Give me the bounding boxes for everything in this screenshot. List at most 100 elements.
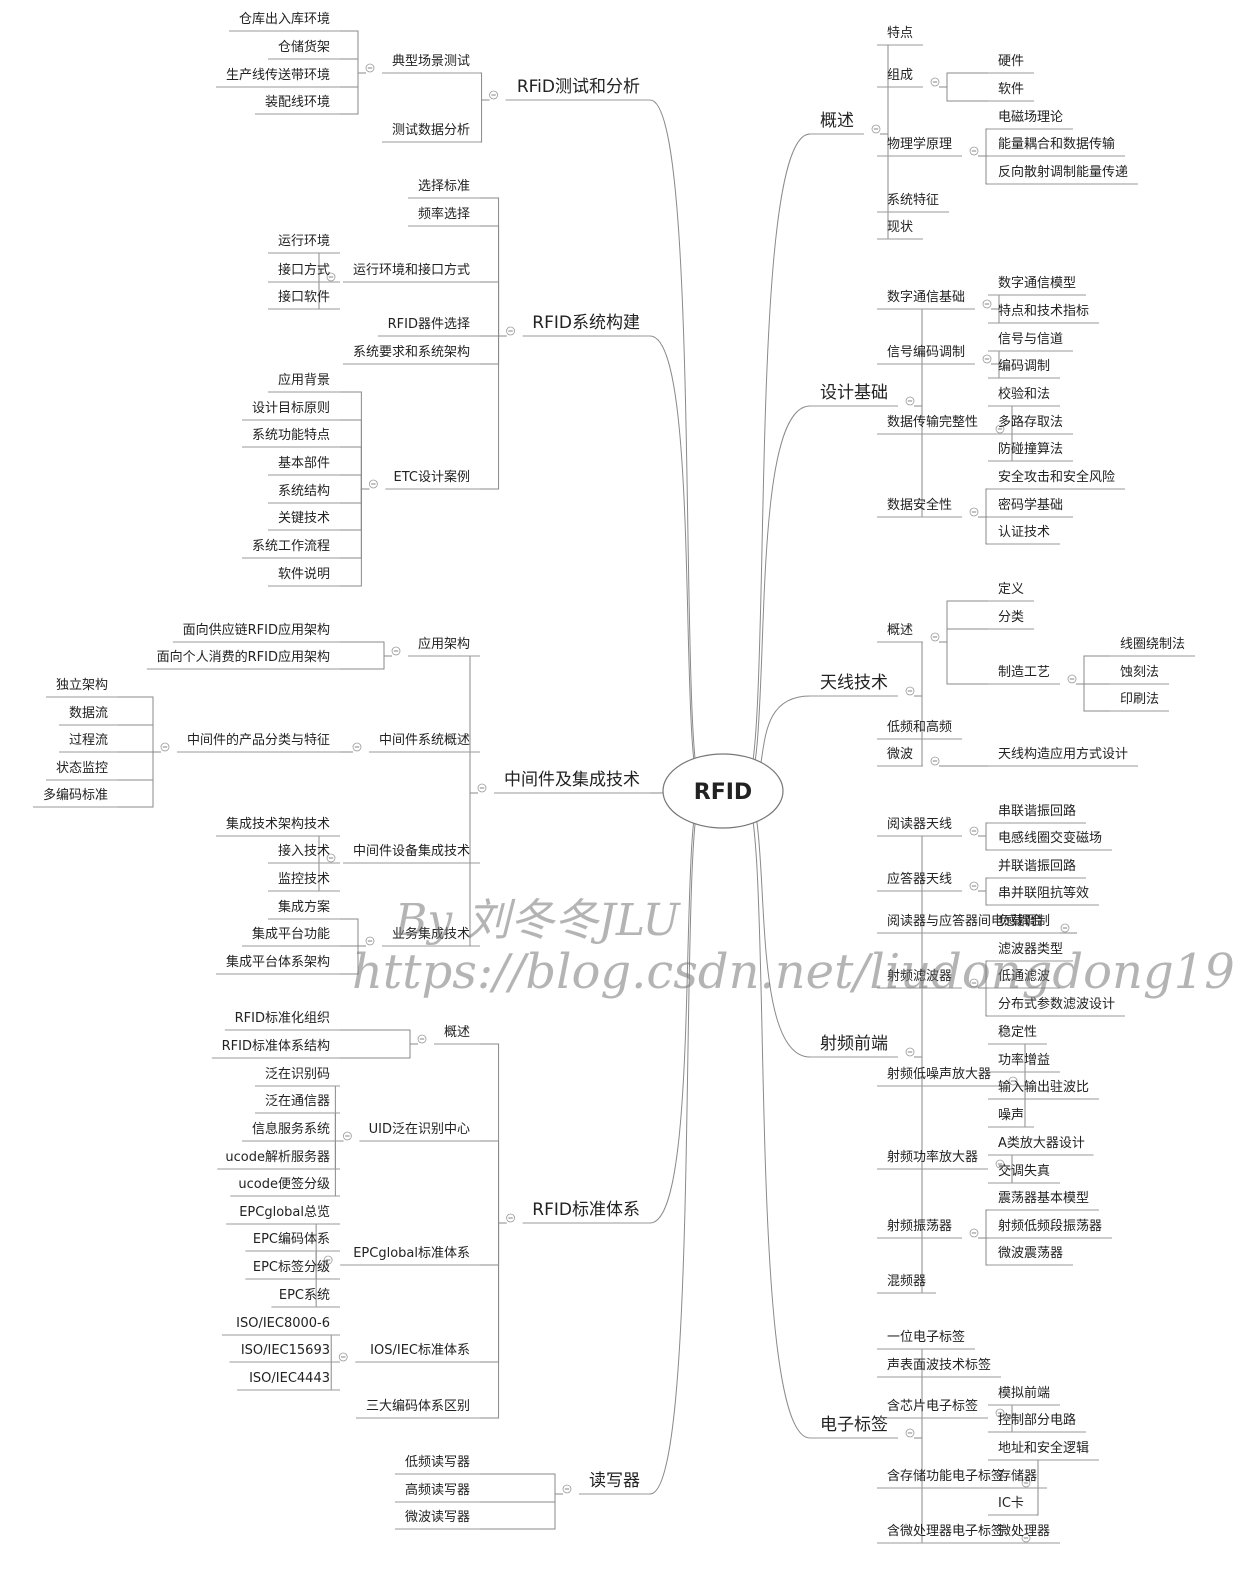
topic-node[interactable]: 信号与信道 (988, 332, 1073, 352)
topic-node[interactable]: 射频前端 (810, 1034, 915, 1058)
topic-node[interactable]: 微波震荡器 (988, 1246, 1073, 1266)
topic-node[interactable]: 微波读写器 (395, 1510, 480, 1530)
topic-node[interactable]: 泛在通信器 (255, 1094, 340, 1114)
topic-node[interactable]: 读写器 (562, 1471, 650, 1495)
topic-node[interactable]: 系统结构 (268, 484, 340, 504)
topic-node[interactable]: 蚀刻法 (1110, 665, 1169, 685)
topic-node[interactable]: 射频振荡器 (877, 1218, 979, 1239)
topic-node[interactable]: 独立架构 (46, 678, 118, 698)
topic-node[interactable]: 概述 (877, 623, 940, 643)
topic-node[interactable]: 运行环境 (268, 234, 340, 254)
topic-node[interactable]: 接口方式 (268, 262, 340, 283)
topic-node[interactable]: 电感线圈交变磁场 (988, 830, 1112, 851)
topic-node[interactable]: 数字通信模型 (988, 276, 1086, 296)
topic-node[interactable]: EPCglobal标准体系 (323, 1246, 480, 1266)
topic-node[interactable]: 分类 (988, 610, 1034, 630)
topic-node[interactable]: 震荡器基本模型 (988, 1191, 1099, 1211)
topic-node[interactable]: 物理学原理 (877, 136, 979, 157)
topic-node[interactable]: 装配线环境 (255, 95, 340, 115)
topic-node[interactable]: 监控技术 (268, 872, 340, 892)
topic-node[interactable]: RFID器件选择 (377, 317, 480, 337)
topic-node[interactable]: 概述 (417, 1025, 480, 1045)
topic-node[interactable]: 接入技术 (268, 843, 340, 864)
topic-node[interactable]: RFiD测试和分析 (489, 77, 650, 101)
root-node[interactable]: RFID (662, 753, 784, 829)
topic-node[interactable]: 低频和高频 (877, 719, 962, 740)
topic-node[interactable]: 状态监控 (46, 761, 118, 781)
topic-node[interactable]: ISO/IEC8000-6 (221, 1316, 340, 1336)
topic-node[interactable]: 系统特征 (877, 193, 949, 213)
topic-node[interactable]: 声表面波技术标签 (877, 1357, 1001, 1378)
topic-node[interactable]: 定义 (988, 582, 1034, 602)
topic-node[interactable]: 反向散射调制能量传递 (988, 164, 1138, 185)
topic-node[interactable]: 防碰撞算法 (988, 441, 1073, 462)
topic-node[interactable]: 天线构造应用方式设计 (988, 746, 1138, 767)
topic-node[interactable]: 测试数据分析 (382, 123, 480, 143)
topic-node[interactable]: 设计基础 (810, 383, 915, 407)
topic-node[interactable]: 噪声 (988, 1108, 1034, 1128)
topic-node[interactable]: 多路存取法 (988, 414, 1073, 435)
topic-node[interactable]: 射频功率放大器 (877, 1149, 1005, 1170)
topic-node[interactable]: 信息服务系统 (242, 1121, 340, 1142)
topic-node[interactable]: 安全攻击和安全风险 (988, 469, 1125, 490)
topic-node[interactable]: 低通滤波 (988, 969, 1060, 989)
topic-node[interactable]: 编码调制 (988, 359, 1060, 379)
topic-node[interactable]: 应用背景 (268, 372, 340, 393)
topic-node[interactable]: 电磁场理论 (988, 110, 1073, 130)
topic-node[interactable]: 中间件系统概述 (352, 733, 480, 753)
topic-node[interactable]: 典型场景测试 (365, 54, 480, 74)
topic-node[interactable]: 频率选择 (408, 206, 480, 227)
topic-node[interactable]: 含芯片电子标签 (877, 1398, 1005, 1419)
topic-node[interactable]: A类放大器设计 (988, 1136, 1094, 1156)
topic-node[interactable]: 分布式参数滤波设计 (988, 996, 1125, 1017)
topic-node[interactable]: EPC系统 (271, 1288, 340, 1308)
topic-node[interactable]: 线圈绕制法 (1110, 637, 1195, 657)
topic-node[interactable]: 系统功能特点 (242, 428, 340, 448)
topic-node[interactable]: 设计目标原则 (242, 401, 340, 421)
topic-node[interactable]: 能量耦合和数据传输 (988, 136, 1125, 157)
topic-node[interactable]: 中间件及集成技术 (477, 770, 650, 794)
topic-node[interactable]: 数据流 (59, 706, 118, 726)
topic-node[interactable]: 三大编码体系区别 (356, 1399, 480, 1419)
topic-node[interactable]: 射频低频段振荡器 (988, 1218, 1112, 1239)
topic-node[interactable]: 微波 (877, 747, 940, 767)
topic-node[interactable]: 面向供应链RFID应用架构 (172, 622, 340, 643)
topic-node[interactable]: 射频低噪声放大器 (877, 1066, 1018, 1087)
topic-node[interactable]: 特点和技术指标 (988, 304, 1099, 324)
topic-node[interactable]: 组成 (877, 68, 940, 88)
topic-node[interactable]: 中间件的产品分类与特征 (160, 732, 340, 753)
topic-node[interactable]: 密码学基础 (988, 497, 1073, 518)
topic-node[interactable]: 数据传输完整性 (877, 414, 1005, 435)
topic-node[interactable]: 关键技术 (268, 511, 340, 531)
topic-node[interactable]: 数字通信基础 (877, 290, 992, 310)
topic-node[interactable]: 电子标签 (810, 1415, 915, 1439)
topic-node[interactable]: 硬件 (988, 54, 1034, 74)
topic-node[interactable]: 印刷法 (1110, 692, 1169, 712)
topic-node[interactable]: 多编码标准 (33, 787, 118, 808)
topic-node[interactable]: 阅读器天线 (877, 817, 979, 837)
topic-node[interactable]: 模拟前端 (988, 1385, 1060, 1406)
topic-node[interactable]: 制造工艺 (988, 665, 1077, 685)
topic-node[interactable]: 校验和法 (988, 386, 1060, 407)
topic-node[interactable]: 特点 (877, 26, 923, 46)
topic-node[interactable]: 仓储货架 (268, 39, 340, 60)
topic-node[interactable]: 软件说明 (268, 567, 340, 587)
topic-node[interactable]: 软件 (988, 82, 1034, 102)
topic-node[interactable]: 输入输出驻波比 (988, 1079, 1099, 1100)
topic-node[interactable]: 控制部分电路 (988, 1412, 1086, 1433)
topic-node[interactable]: 低频读写器 (395, 1455, 480, 1475)
topic-node[interactable]: IC卡 (988, 1496, 1037, 1516)
topic-node[interactable]: ETC设计案例 (368, 470, 480, 490)
topic-node[interactable]: 射频滤波器 (877, 968, 979, 989)
topic-node[interactable]: EPC编码体系 (245, 1232, 340, 1252)
topic-node[interactable]: 认证技术 (988, 525, 1060, 545)
topic-node[interactable]: EPCglobal总览 (226, 1204, 340, 1225)
topic-node[interactable]: 接口软件 (268, 289, 340, 310)
topic-node[interactable]: 负载调制 (988, 914, 1060, 934)
topic-node[interactable]: 概述 (810, 111, 881, 135)
topic-node[interactable]: 数据安全性 (877, 497, 979, 518)
topic-node[interactable]: 集成平台功能 (242, 926, 340, 947)
topic-node[interactable]: 选择标准 (408, 179, 480, 199)
topic-node[interactable]: 仓库出入库环境 (229, 11, 340, 32)
topic-node[interactable]: 存储器 (988, 1469, 1047, 1489)
